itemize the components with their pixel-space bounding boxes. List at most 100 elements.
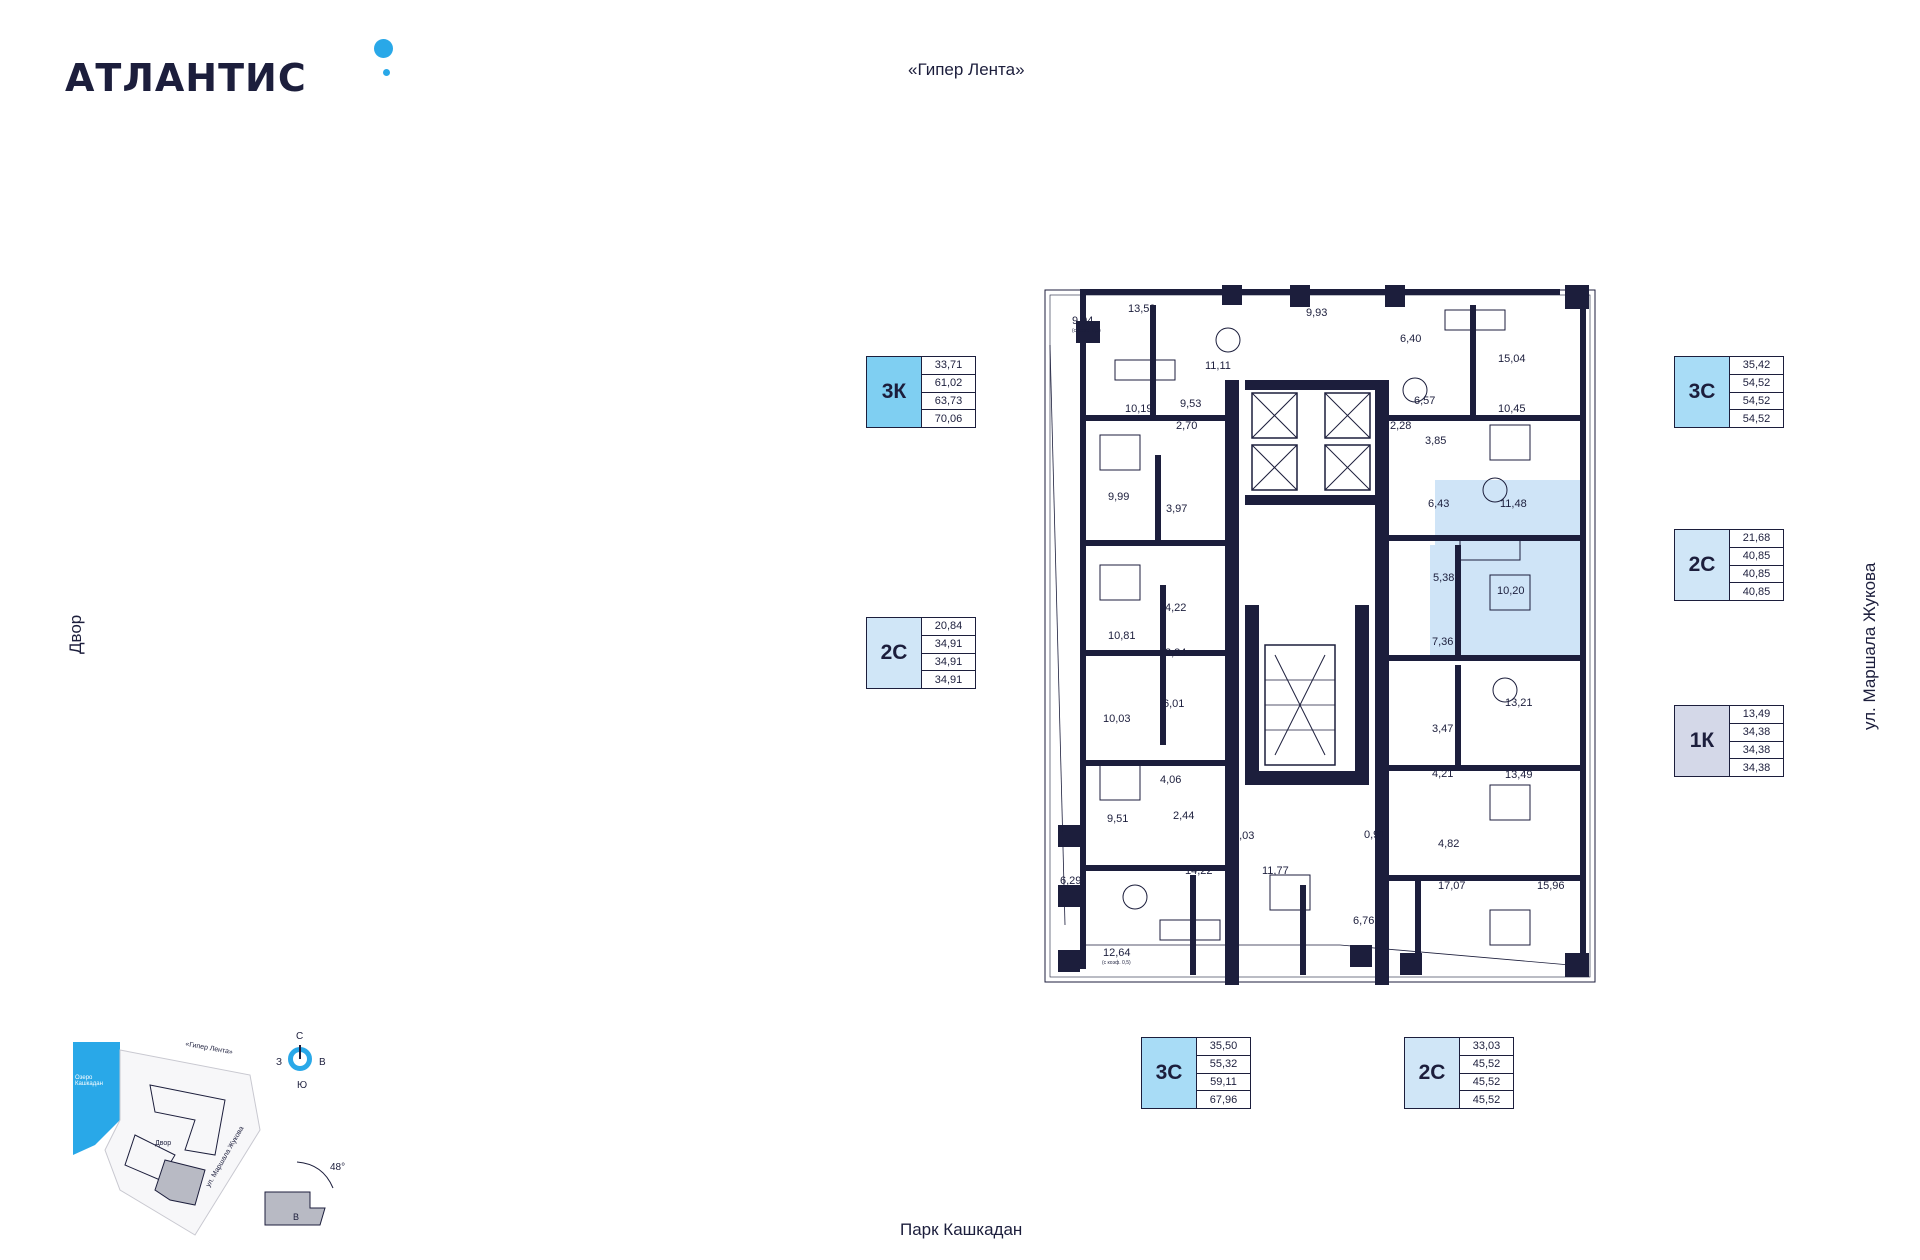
room-area: 10,03 — [1103, 713, 1131, 725]
room-area: 2,70 — [1176, 420, 1198, 432]
area-value: 34,38 — [1730, 724, 1783, 742]
room-area: 4,22 — [1165, 602, 1187, 614]
area-value: 61,02 — [922, 375, 975, 393]
floor-plan: 9,04 (с коэф. 0,5) 13,53 11,11 9,93 6,40… — [1040, 285, 1600, 1000]
apartment-type: 2С — [1675, 530, 1730, 600]
room-area: 11,77 — [1262, 865, 1289, 877]
apartment-card-3c-right[interactable]: 3С 35,42 54,52 54,52 54,52 — [1674, 356, 1784, 428]
compass-needle-icon — [299, 1045, 301, 1059]
apartment-card-2c-left[interactable]: 2С 20,84 34,91 34,91 34,91 — [866, 617, 976, 689]
direction-top: «Гипер Лента» — [908, 60, 1025, 79]
logo-dot-icon — [374, 39, 393, 58]
area-value: 63,73 — [922, 393, 975, 411]
room-area: 4,82 — [1438, 838, 1460, 850]
room-area: 9,04 — [1072, 315, 1094, 327]
room-area: 6,57 — [1414, 395, 1436, 407]
apartment-type: 3С — [1675, 357, 1730, 427]
area-value: 54,52 — [1730, 393, 1783, 411]
area-value: 59,11 — [1197, 1074, 1250, 1092]
room-area: 3,47 — [1432, 723, 1454, 735]
apartment-type: 3К — [867, 357, 922, 427]
area-value: 45,52 — [1460, 1074, 1513, 1092]
room-area: 11,48 — [1500, 498, 1527, 510]
room-area: 17,07 — [1438, 880, 1466, 892]
room-area: 3,97 — [1166, 503, 1188, 515]
room-area: 10,81 — [1108, 630, 1136, 642]
room-area: 6,29 — [1060, 875, 1082, 887]
area-value: 33,03 — [1460, 1038, 1513, 1056]
area-value: 40,85 — [1730, 548, 1783, 566]
area-value: 20,84 — [922, 618, 975, 636]
room-area: 2,28 — [1390, 420, 1412, 432]
room-area: 9,51 — [1107, 813, 1129, 825]
area-value: 45,52 — [1460, 1056, 1513, 1074]
area-value: 40,85 — [1730, 566, 1783, 584]
apartment-card-1k[interactable]: 1К 13,49 34,38 34,38 34,38 — [1674, 705, 1784, 777]
room-area: 2,44 — [1173, 810, 1195, 822]
floor-plan-drawing — [1044, 285, 1596, 1000]
room-area: 14,22 — [1185, 865, 1213, 877]
area-value: 54,52 — [1742, 412, 1771, 425]
room-area: 5,38 — [1433, 572, 1455, 584]
room-area: 6,40 — [1400, 333, 1422, 345]
area-value: 34,91 — [922, 654, 975, 672]
direction-left: Двор — [66, 614, 85, 654]
area-value: 54,52 — [1730, 375, 1783, 393]
compass-east: В — [319, 1057, 326, 1068]
site-plan: Озеро Кашкадан «Гипер Лента» Двор ул. Ма… — [65, 1040, 365, 1240]
compass-north: С — [296, 1031, 304, 1042]
apartment-card-2c-right[interactable]: 2С 21,68 40,85 40,85 40,85 — [1674, 529, 1784, 601]
room-area: 3,84 — [1165, 647, 1187, 659]
brand-logo: АТЛАНТИС — [65, 56, 307, 100]
room-area: 6,43 — [1428, 498, 1450, 510]
site-angle-label: 48° — [330, 1162, 346, 1173]
apartment-type: 2С — [867, 618, 922, 688]
area-value: 34,91 — [922, 636, 975, 654]
site-plan-drawing — [73, 1042, 334, 1236]
room-area: 6,01 — [1163, 698, 1185, 710]
direction-bottom: Парк Кашкадан — [900, 1220, 1023, 1239]
area-value: 33,71 — [922, 357, 975, 375]
room-area: 13,53 — [1128, 303, 1156, 315]
logo-dot-small-icon — [383, 69, 390, 76]
area-value: 34,38 — [1742, 761, 1771, 774]
room-note: (с коэф. 0,5) — [1102, 960, 1131, 966]
apartment-type: 1К — [1675, 706, 1730, 776]
room-area: 13,49 — [1505, 769, 1533, 781]
site-yard-label: Двор — [155, 1140, 172, 1147]
room-area: 4,21 — [1432, 768, 1454, 780]
apartment-type: 3С — [1142, 1038, 1197, 1108]
apartment-card-3k[interactable]: 3К 33,71 61,02 63,73 70,06 — [866, 356, 976, 428]
area-value: 67,96 — [1209, 1093, 1238, 1106]
room-note: (с коэф. 0,5) — [1072, 328, 1101, 334]
room-area: 13,21 — [1505, 697, 1533, 709]
direction-right: ул. Маршала Жукова — [1860, 562, 1879, 730]
room-area: 7,36 — [1432, 636, 1454, 648]
room-area: 4,06 — [1160, 774, 1182, 786]
area-value: 21,68 — [1730, 530, 1783, 548]
room-area: 10,19 — [1125, 403, 1153, 415]
area-value: 45,52 — [1472, 1093, 1501, 1106]
room-area: 6,76 — [1353, 915, 1375, 927]
room-area: 9,93 — [1306, 307, 1328, 319]
site-lake-label: Озеро Кашкадан — [75, 1075, 103, 1087]
site-section-label: В — [293, 1212, 300, 1222]
compass-west: З — [276, 1057, 283, 1068]
room-area: 15,96 — [1537, 880, 1565, 892]
area-value: 35,50 — [1197, 1038, 1250, 1056]
apartment-card-3c-bottom[interactable]: 3С 35,50 55,32 59,11 67,96 — [1141, 1037, 1251, 1109]
apartment-type: 2С — [1405, 1038, 1460, 1108]
compass-south: Ю — [297, 1080, 308, 1091]
room-area: 7,03 — [1233, 830, 1255, 842]
room-area: 0,91 — [1364, 829, 1386, 841]
area-value: 13,49 — [1730, 706, 1783, 724]
room-area: 12,64 — [1103, 947, 1131, 959]
area-value: 34,91 — [934, 673, 963, 686]
apartment-card-2c-bottom[interactable]: 2С 33,03 45,52 45,52 45,52 — [1404, 1037, 1514, 1109]
room-area: 10,45 — [1498, 403, 1526, 415]
area-value: 35,42 — [1730, 357, 1783, 375]
area-value: 40,85 — [1742, 585, 1771, 598]
area-value: 70,06 — [934, 412, 963, 425]
room-area: 10,20 — [1497, 585, 1525, 597]
room-area: 3,85 — [1425, 435, 1447, 447]
